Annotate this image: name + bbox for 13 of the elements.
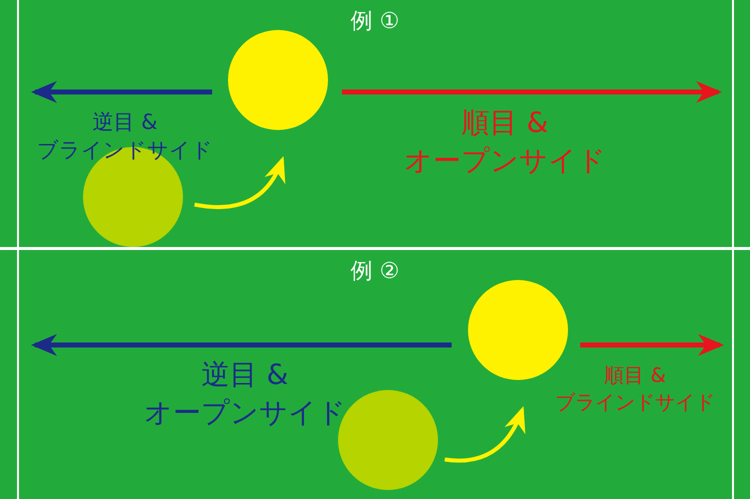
arrow (31, 81, 212, 103)
panel-heading: 例 ② (350, 258, 400, 286)
curved-arrow (194, 156, 284, 210)
arrow (31, 334, 452, 356)
field-panel (0, 250, 750, 499)
curved-arrow (444, 406, 524, 462)
direction-label: 順目 & ブラインドサイド (554, 362, 716, 416)
panel-heading: 例 ① (350, 8, 400, 36)
field-panel (0, 0, 750, 247)
direction-label: 逆目 & オープンサイド (143, 357, 347, 431)
arrow (580, 334, 724, 356)
direction-label: 順目 & オープンサイド (403, 105, 607, 179)
arrow (342, 81, 722, 103)
